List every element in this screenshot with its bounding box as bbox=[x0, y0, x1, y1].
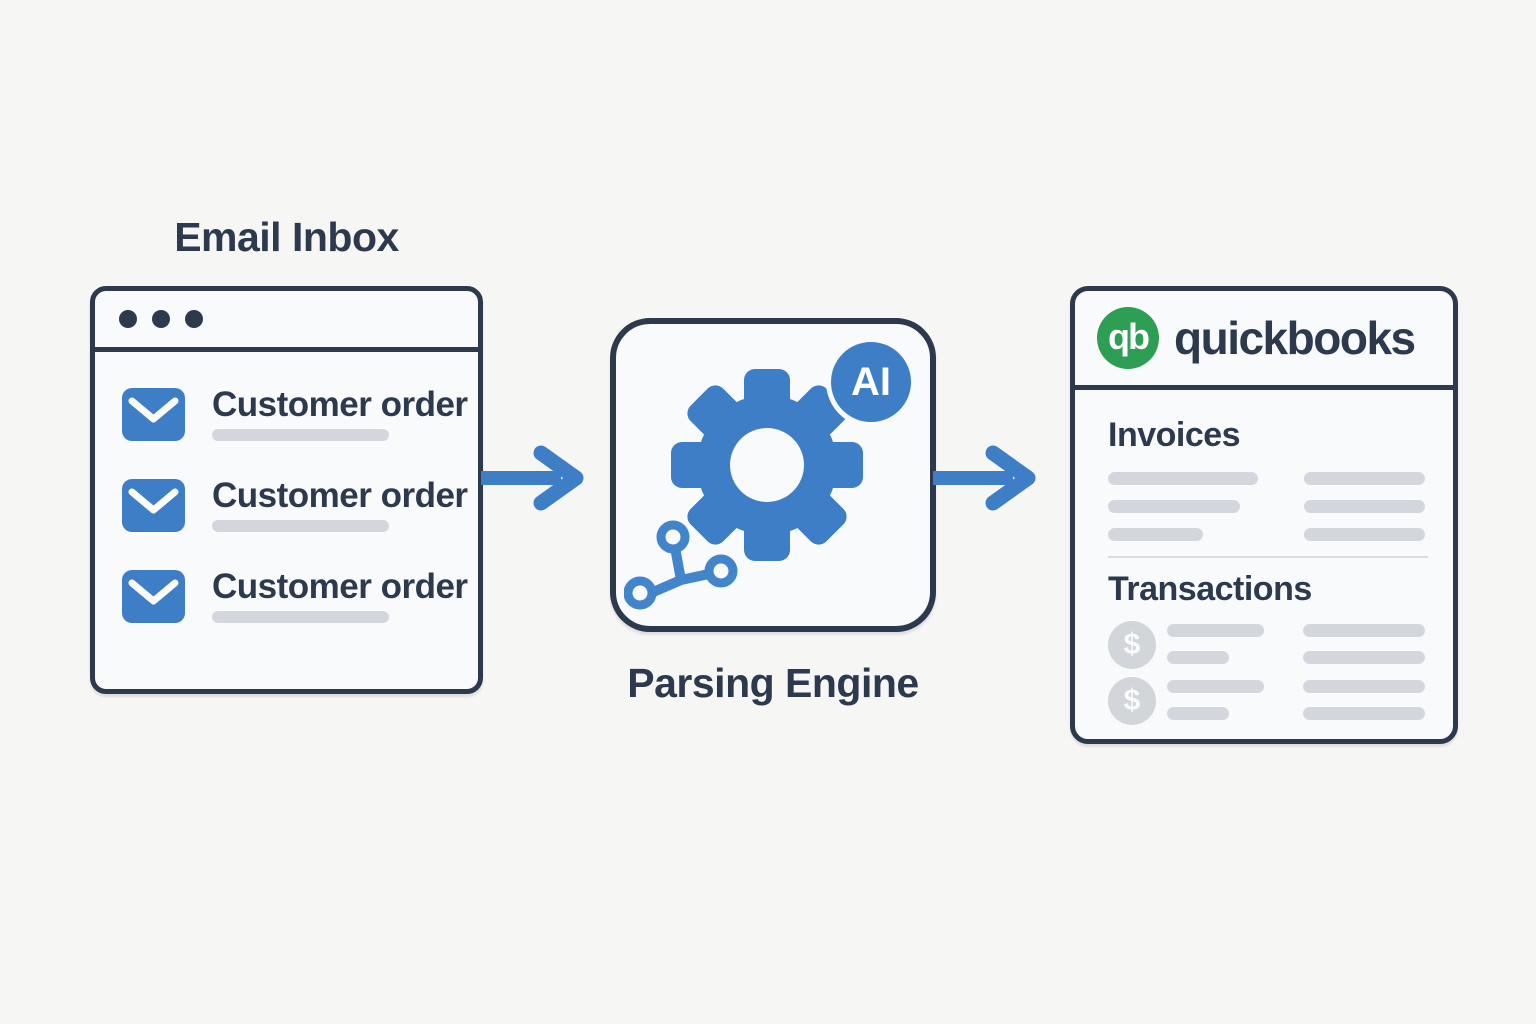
skeleton-line bbox=[1303, 500, 1425, 513]
skeleton-line bbox=[1303, 651, 1425, 664]
email-preview-skeleton bbox=[212, 429, 389, 441]
email-text: Customer order bbox=[212, 567, 468, 623]
transactions-skeleton-list: $ $ bbox=[1108, 621, 1425, 725]
transaction-skeleton-row: $ bbox=[1108, 621, 1425, 669]
parsing-engine-box: AI bbox=[610, 318, 936, 632]
email-item: Customer order bbox=[122, 476, 478, 532]
skeleton-line bbox=[1167, 624, 1264, 637]
quickbooks-header: qb quickbooks bbox=[1075, 291, 1453, 390]
email-preview-skeleton bbox=[212, 611, 389, 623]
dollar-icon: $ bbox=[1108, 621, 1156, 669]
quickbooks-body: Invoices Transactions bbox=[1075, 390, 1453, 725]
quickbooks-logo-icon: qb bbox=[1097, 307, 1159, 369]
parsing-engine-label: Parsing Engine bbox=[627, 660, 919, 706]
flow-arrow-right-icon bbox=[933, 445, 1036, 511]
skeleton-line bbox=[1303, 472, 1425, 485]
branch-icon bbox=[623, 520, 739, 610]
flow-arrow-right-icon bbox=[481, 445, 584, 511]
dollar-symbol: $ bbox=[1123, 628, 1141, 661]
skeleton-line bbox=[1167, 680, 1264, 693]
skeleton-line bbox=[1303, 624, 1425, 637]
quickbooks-monogram: qb bbox=[1108, 315, 1150, 357]
email-subject: Customer order bbox=[212, 385, 468, 424]
email-inbox-window: Customer order Customer order bbox=[90, 286, 483, 694]
window-dot bbox=[185, 310, 203, 328]
skeleton-line bbox=[1108, 528, 1203, 541]
email-text: Customer order bbox=[212, 476, 468, 532]
gear-icon bbox=[667, 365, 867, 565]
skeleton-line bbox=[1108, 500, 1240, 513]
dollar-icon: $ bbox=[1108, 677, 1156, 725]
invoices-skeleton-grid bbox=[1108, 472, 1425, 541]
ai-badge-label: AI bbox=[851, 359, 891, 404]
invoice-skeleton-row bbox=[1108, 528, 1425, 541]
envelope-icon bbox=[122, 570, 185, 623]
email-item: Customer order bbox=[122, 567, 478, 623]
email-subject: Customer order bbox=[212, 567, 468, 606]
email-subject: Customer order bbox=[212, 476, 468, 515]
dollar-symbol: $ bbox=[1123, 684, 1141, 717]
skeleton-line bbox=[1303, 528, 1425, 541]
quickbooks-panel: qb quickbooks Invoices bbox=[1070, 286, 1458, 744]
envelope-icon bbox=[122, 388, 185, 441]
email-list: Customer order Customer order bbox=[95, 352, 478, 623]
skeleton-line bbox=[1303, 707, 1425, 720]
quickbooks-wordmark: quickbooks bbox=[1174, 312, 1416, 364]
email-preview-skeleton bbox=[212, 520, 389, 532]
ai-badge: AI bbox=[826, 337, 916, 427]
invoices-section-title: Invoices bbox=[1108, 416, 1241, 454]
skeleton-line bbox=[1303, 680, 1425, 693]
transaction-skeleton-row: $ bbox=[1108, 677, 1425, 725]
email-inbox-title: Email Inbox bbox=[174, 214, 399, 260]
window-dot bbox=[152, 310, 170, 328]
skeleton-line bbox=[1108, 472, 1258, 485]
invoice-skeleton-row bbox=[1108, 472, 1425, 485]
email-text: Customer order bbox=[212, 385, 468, 441]
skeleton-line bbox=[1167, 651, 1229, 664]
skeleton-line bbox=[1167, 707, 1229, 720]
email-window-titlebar bbox=[95, 291, 478, 352]
envelope-icon bbox=[122, 479, 185, 532]
transactions-section-title: Transactions bbox=[1108, 570, 1312, 608]
invoice-skeleton-row bbox=[1108, 500, 1425, 513]
email-item: Customer order bbox=[122, 385, 478, 441]
window-dot bbox=[119, 310, 137, 328]
section-divider bbox=[1108, 556, 1428, 558]
